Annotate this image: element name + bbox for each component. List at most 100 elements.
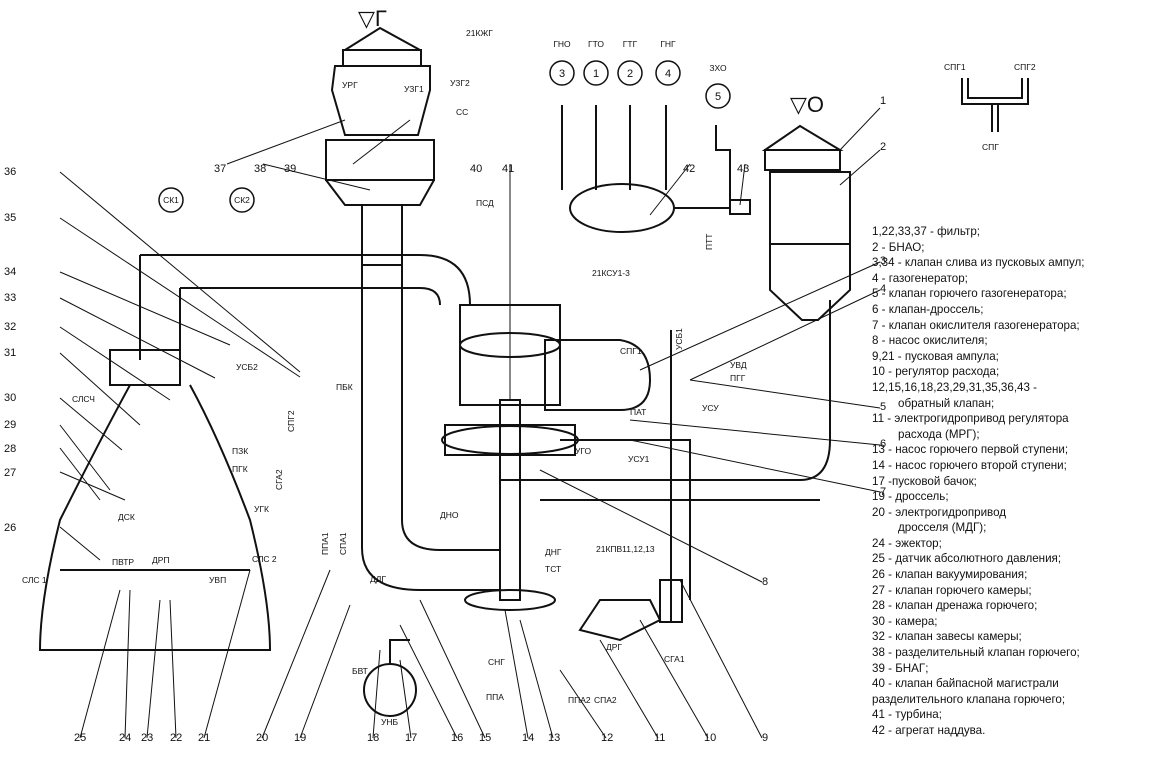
callout-1: 1: [880, 95, 886, 107]
legend-item: 11 - электрогидропривод регулятора: [872, 412, 1069, 426]
label-spg1-sketch: СПГ1: [944, 62, 966, 72]
pressurization-unit: [561, 105, 751, 233]
legend-item: 38 - разделительный клапан горючего;: [872, 646, 1080, 660]
legend-item: 19 - дроссель;: [872, 490, 949, 504]
legend-item: 3,34 - клапан слива из пусковых ампул;: [872, 256, 1085, 270]
label-uvd: УВД: [730, 360, 747, 370]
callout-26: 26: [4, 522, 16, 534]
label-spg1: СПГ1: [620, 346, 642, 356]
legend-item: 27 - клапан горючего камеры;: [872, 583, 1032, 597]
callout-34: 34: [4, 266, 16, 278]
label-uvp: УВП: [209, 575, 226, 585]
main-fuel-line: [361, 265, 500, 591]
label-spa1: СПА1: [338, 532, 348, 555]
label-spa2: СПА2: [594, 695, 617, 705]
label-pvtr: ПВТР: [112, 557, 134, 567]
oxidizer-symbol: ▽O: [790, 92, 824, 117]
callout-3: 3: [880, 255, 886, 267]
circle-sk1: СК1: [158, 187, 184, 213]
callout-32: 32: [4, 321, 16, 333]
label-spg2: СПГ2: [286, 410, 296, 432]
label-spg2-sketch: СПГ2: [1014, 62, 1036, 72]
label-tst: ТСТ: [545, 564, 561, 574]
callout-15: 15: [479, 732, 491, 744]
legend-item: 13 - насос горючего первой ступени;: [872, 443, 1069, 457]
label-ppa1: ППА1: [320, 532, 330, 555]
circle-gno: ГНО 3: [549, 39, 575, 86]
label-ddg: ДДГ: [370, 574, 387, 584]
label-sls2: СЛС 2: [252, 554, 277, 564]
label-sng: СНГ: [488, 657, 505, 667]
legend-item: обратный клапан;: [898, 396, 995, 410]
circle-gtg: ГТГ 2: [617, 39, 643, 86]
label-drp: ДРП: [152, 555, 170, 565]
label-21ksu: 21КСУ1-3: [592, 268, 630, 278]
label-ss: СС: [456, 107, 468, 117]
circle-label-gtg: ГТГ: [623, 39, 638, 49]
label-ptt: ПТТ: [704, 234, 714, 251]
callout-13: 13: [548, 732, 560, 744]
circle-zho: ЗХО 5: [705, 63, 731, 109]
legend-item: 41 - турбина;: [872, 708, 942, 722]
label-usu: УСУ: [702, 403, 719, 413]
callout-21: 21: [198, 732, 210, 744]
callout-leaders: [59, 107, 881, 739]
legend-item: 32 - клапан завесы камеры;: [872, 630, 1022, 644]
flow-regulator: [578, 330, 691, 642]
legend-item: дросселя (МДГ);: [898, 521, 987, 535]
label-ugo: УГО: [575, 446, 592, 456]
label-pgg: ПГГ: [730, 373, 746, 383]
legend-item: 17 -пусковой бачок;: [872, 474, 977, 488]
callout-31: 31: [4, 347, 16, 359]
label-sk2: СК2: [234, 195, 250, 205]
circle-num-gtg: 2: [627, 68, 633, 80]
label-usu1: УСУ1: [628, 454, 650, 464]
callout-16: 16: [451, 732, 463, 744]
legend-item: 40 - клапан байпасной магистрали: [872, 677, 1059, 691]
label-sga1-right: СГА1: [664, 654, 685, 664]
circle-label-gto: ГТО: [588, 39, 604, 49]
label-sga2: СГА2: [274, 469, 284, 490]
callout-17: 17: [405, 732, 417, 744]
legend-item: 42 - агрегат наддува.: [872, 724, 986, 737]
label-slsch: СЛСЧ: [72, 394, 95, 404]
callout-8: 8: [762, 576, 768, 588]
legend-item: 8 - насос окислителя;: [872, 334, 988, 348]
fuel-tank: [325, 26, 435, 266]
callout-18: 18: [367, 732, 379, 744]
label-unb: УНБ: [381, 717, 399, 727]
circle-label-gng: ГНГ: [660, 39, 676, 49]
legend-item: 30 - камера;: [872, 614, 938, 628]
callout-35: 35: [4, 212, 16, 224]
callout-27: 27: [4, 467, 16, 479]
label-urg: УРГ: [342, 80, 358, 90]
circle-num-gno: 3: [559, 68, 565, 80]
circle-num-zho: 5: [715, 91, 721, 103]
label-drg: ДРГ: [606, 642, 622, 652]
legend-item: 6 - клапан-дроссель;: [872, 302, 984, 316]
legend-item: 24 - эжектор;: [872, 536, 942, 550]
legend-item: 9,21 - пусковая ампула;: [872, 349, 999, 363]
label-pat: ПАТ: [630, 407, 646, 417]
label-sk1: СК1: [163, 195, 179, 205]
callout-25: 25: [74, 732, 86, 744]
loop-pipes: [139, 254, 831, 560]
label-ppa: ППА: [486, 692, 504, 702]
label-ugk: УГК: [254, 504, 269, 514]
callout-40: 40: [470, 163, 482, 175]
circle-gto: ГТО 1: [583, 39, 609, 86]
circle-num-gng: 4: [665, 68, 671, 80]
legend-item: разделительного клапана горючего;: [872, 692, 1066, 706]
callout-10: 10: [704, 732, 716, 744]
callout-14: 14: [522, 732, 534, 744]
label-usb1: УСБ1: [674, 328, 684, 350]
callout-7: 7: [880, 486, 886, 498]
callout-11: 11: [654, 732, 665, 744]
callout-42: 42: [683, 163, 695, 175]
circle-label-zho: ЗХО: [709, 63, 727, 73]
top-circles: ГНО 3 ГТО 1 ГТГ 2 ГНГ 4 ЗХО 5 СК1: [158, 39, 731, 213]
label-sls1: СЛС 1: [22, 575, 47, 585]
label-pgk: ПГК: [232, 464, 248, 474]
legend: 1,22,33,37 - фильтр; 2 - БНАО; 3,34 - кл…: [872, 224, 1168, 739]
callout-4: 4: [880, 283, 886, 295]
